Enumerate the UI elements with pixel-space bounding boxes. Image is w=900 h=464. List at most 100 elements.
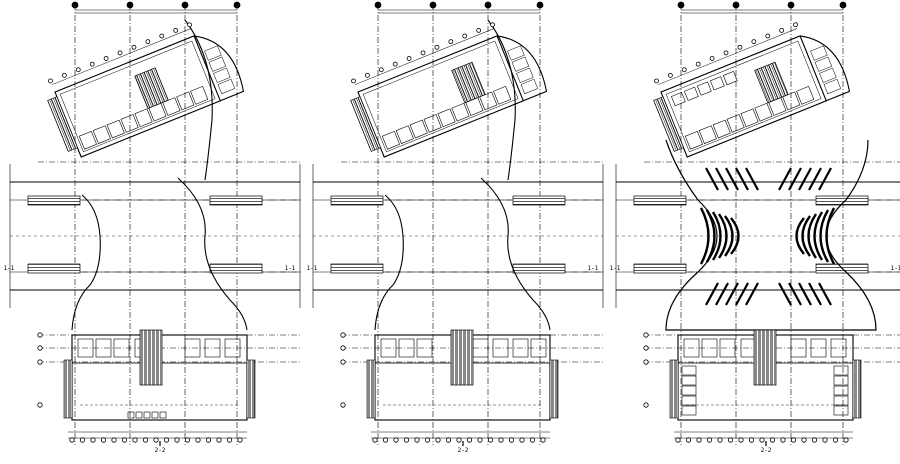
grid-bubble-rotated <box>420 50 426 56</box>
platform-stair <box>633 195 687 206</box>
office-room <box>696 81 712 96</box>
seating-row <box>818 167 832 191</box>
service-room <box>719 338 736 358</box>
side-wall-hatch <box>63 359 73 419</box>
service-room <box>398 338 415 358</box>
connector-curve <box>487 19 516 181</box>
grid-bubble-top <box>374 1 382 9</box>
grid-bubble-left <box>643 345 649 351</box>
grid-bubble-rotated <box>145 39 151 45</box>
side-room <box>681 395 697 406</box>
grid-bubble-bottom <box>487 437 494 443</box>
office-room <box>176 91 195 111</box>
upper-block <box>350 22 548 158</box>
grid-bubble-bottom <box>540 437 546 443</box>
seating-row <box>724 215 734 257</box>
grid-bubble-left <box>643 332 649 338</box>
side-room <box>681 375 697 386</box>
side-room <box>681 365 697 376</box>
grid-bubble-rotated <box>462 33 468 39</box>
service-room <box>416 338 433 358</box>
office-room <box>683 86 699 101</box>
entry-feature <box>143 411 151 419</box>
grid-bubble-rotated <box>103 56 109 61</box>
stair-hatch <box>653 96 684 152</box>
grid-bubble-rotated <box>117 50 123 56</box>
seating-row <box>801 215 811 257</box>
platform-stair <box>330 195 384 206</box>
grid-bubble-bottom <box>801 437 807 443</box>
upper-block <box>653 22 851 158</box>
grid-bubble-rotated <box>364 72 370 78</box>
seating-row <box>819 209 830 263</box>
grid-bubble-bottom <box>498 437 504 443</box>
grid-bubble-left <box>643 359 649 365</box>
grid-bubble-bottom <box>205 437 212 443</box>
upper-block-outline <box>660 35 828 158</box>
entry-feature <box>135 411 143 419</box>
grid-bubble-bottom <box>163 437 170 443</box>
grid-bubble-top <box>484 1 492 9</box>
grid-bubble-rotated <box>448 39 454 45</box>
grid-bubble-left <box>643 402 649 408</box>
side-room <box>833 365 849 376</box>
grid-bubble-bottom <box>685 437 692 443</box>
grid-bubble-rotated <box>75 67 81 73</box>
wing-room <box>810 45 828 61</box>
seating-row <box>699 207 710 265</box>
grid-bubble-rotated <box>406 56 412 61</box>
grid-bubble-rotated <box>737 44 743 50</box>
platform-stair <box>512 195 566 206</box>
seating-row <box>788 167 802 191</box>
seating-row <box>725 282 739 306</box>
platform-stair <box>27 195 81 206</box>
wing-room <box>516 67 534 83</box>
section-marker-right: 1-1 <box>891 265 900 272</box>
upper-block-inner <box>362 40 519 153</box>
lower-core-stair <box>753 329 777 386</box>
office-room <box>106 119 125 139</box>
seating-row <box>808 167 822 191</box>
core-stair <box>134 67 169 109</box>
grid-bubble-bottom <box>717 437 723 443</box>
grid-bubble-left <box>340 332 346 338</box>
grid-bubble-bottom <box>748 437 755 443</box>
grid-bubble-bottom <box>195 437 201 443</box>
grid-bubble-bottom <box>738 437 744 443</box>
grid-bubble-bottom <box>216 437 222 443</box>
grid-bubble-rotated <box>173 27 179 33</box>
grid-bubble-bottom <box>174 437 180 443</box>
grid-bubble-bottom <box>393 437 399 443</box>
grid-bubble-bottom <box>403 437 410 443</box>
seating-row <box>725 167 739 191</box>
seating-row <box>705 167 719 191</box>
office-room <box>134 108 153 128</box>
seating-row <box>798 167 812 191</box>
grid-bubble-rotated <box>48 78 53 84</box>
grid-bubble-top <box>126 1 134 9</box>
lower-block <box>669 329 862 421</box>
dimension-line <box>657 28 798 85</box>
grid-bubble-top <box>71 1 79 9</box>
grid-bubble-rotated <box>476 27 482 33</box>
seating-row <box>788 282 802 306</box>
office-room <box>451 102 470 122</box>
grid-bubble-top <box>429 1 437 9</box>
grid-bubble-bottom <box>445 437 452 443</box>
grid-bubble-rotated <box>434 44 440 50</box>
wing-room <box>819 67 837 83</box>
grid-bubble-bottom <box>727 437 734 443</box>
grid-bubble-left <box>37 345 43 351</box>
seating-row <box>735 282 749 306</box>
office-room <box>437 108 456 128</box>
service-room <box>95 338 112 358</box>
office-room <box>722 71 738 86</box>
side-room <box>833 385 849 396</box>
platform-stair <box>209 195 263 206</box>
service-room <box>512 338 529 358</box>
grid-bubble-bottom <box>382 437 389 443</box>
section-marker-left: 1-1 <box>610 265 621 272</box>
office-room <box>796 85 815 105</box>
seating-row <box>715 167 729 191</box>
